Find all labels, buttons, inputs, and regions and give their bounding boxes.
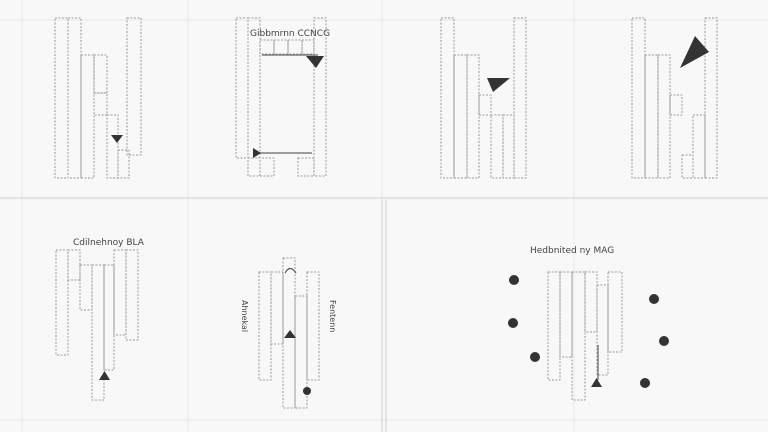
bar [502,114,515,179]
bar [113,249,127,336]
triangle-marker [253,148,261,158]
bar [644,54,659,179]
bar [704,17,718,179]
bar [596,284,609,376]
panel-2-title: Gibbmrnn CCNCG [250,29,330,39]
bar [93,92,108,116]
bar [67,17,82,179]
panel-6-right-label: Fentenn [328,300,337,332]
triangle-marker [591,378,602,387]
bar [67,249,81,281]
bar [657,54,671,179]
bar [55,249,69,356]
bar [282,257,296,409]
panel-5-title: Cdilnehnoy BLA [73,238,145,248]
bar [54,17,69,179]
bar [93,54,108,94]
bar [313,17,327,177]
bar [559,271,573,358]
bar [273,39,289,55]
bar [584,271,598,333]
panel-7-title: Hedbnited ny MAG [530,246,614,256]
dot-marker [640,378,650,388]
bar [440,17,455,179]
panel-4 [631,17,718,179]
panel-3 [440,17,527,179]
panel-5: Cdilnehnoy BLA [55,238,145,401]
bar [125,249,139,341]
bar [126,17,142,156]
dot-marker [303,387,311,395]
panel-7: Hedbnited ny MAG [508,246,669,401]
bar [571,271,586,401]
bar [258,271,272,381]
bar [631,17,646,179]
bar [453,54,468,179]
bar [297,157,315,177]
panel-6: Ahnekal Fentenn [240,257,337,409]
dot-marker [508,318,518,328]
bar [301,39,315,55]
dot-marker [649,294,659,304]
bar [270,271,284,345]
panel-6-left-label: Ahnekal [240,300,249,332]
bar [490,114,504,179]
bar [117,149,130,179]
bar [259,39,275,55]
triangle-marker [99,371,110,380]
panel-separators [0,197,768,432]
bar [466,54,480,179]
panel-2: Gibbmrnn CCNCG [235,17,330,177]
loop-arrow-icon [284,267,297,274]
bar [547,271,561,381]
bar [79,264,93,311]
bar [478,94,492,116]
bar [306,271,320,381]
dot-marker [509,275,519,285]
dot-marker [530,352,540,362]
panel-1 [54,17,142,179]
triangle-marker [487,78,510,92]
bar [294,295,308,409]
triangle-marker [306,56,324,68]
bar [247,157,275,177]
bar [235,17,249,159]
triangle-marker [284,330,296,338]
bar [106,114,119,179]
bar [513,17,527,179]
bar [607,271,623,353]
bar [692,114,706,179]
bar [103,264,115,371]
quad-marker [680,36,709,68]
triangle-marker [111,135,123,143]
dot-marker [659,336,669,346]
bar [80,54,95,179]
bar [287,39,303,55]
bar [681,154,694,179]
bar [669,94,683,116]
